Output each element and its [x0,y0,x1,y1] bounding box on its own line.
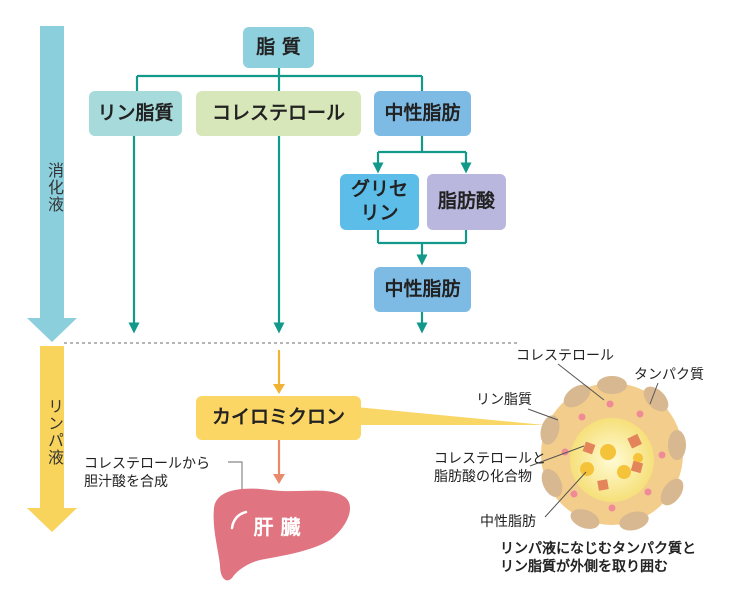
neutral-fat-box: 中性脂肪 [374,91,471,136]
particle-cholesterol-dots [561,400,666,512]
particle-neutral-fat [580,444,643,479]
chylomicron-particle [540,376,686,531]
digest-arrows [128,136,472,334]
particle-cholesterol-ester [582,433,644,491]
to-chylomicron-arrow [273,350,285,394]
neutral-fat-resynth-box: 中性脂肪 [374,267,471,312]
digestive-stage-arrow [27,26,77,342]
lymph-stage-arrow [27,346,77,532]
particle-leader-lines [527,363,659,518]
chylomicron-callout [356,407,545,425]
particle-protein-shell [540,376,686,531]
digestive-stage-label: 消化液 [45,162,64,213]
lipid-box: 脂 質 [243,27,314,68]
chylomicron-box: カイロミクロン [196,396,361,440]
to-liver-arrow [273,440,285,484]
fatty-acid-box: 脂肪酸 [427,174,506,230]
phospholipid-box: リン脂質 [89,91,182,136]
cholesterol-box: コレステロール [196,91,361,136]
bile-note-bracket [228,461,243,492]
particle-label-ester: コレステロールと 脂肪酸の化合物 [434,451,546,486]
lipid-split-lines [135,68,424,91]
bile-acid-note: コレステロールから 胆汁酸を合成 [84,456,210,491]
lymph-stage-label: リンパ液 [45,398,64,466]
particle-label-protein: タンパク質 [634,367,704,383]
particle-caption: リンパ液になじむタンパク質と リン脂質が外側を取り囲む [500,541,696,576]
liver-label: 肝 臓 [253,514,301,539]
liver-icon [213,488,351,581]
particle-label-neutral-fat: 中性脂肪 [480,514,536,530]
particle-label-phospholipid: リン脂質 [476,392,532,408]
particle-label-cholesterol: コレステロール [516,348,614,364]
glycerin-box: グリセ リン [340,174,419,230]
